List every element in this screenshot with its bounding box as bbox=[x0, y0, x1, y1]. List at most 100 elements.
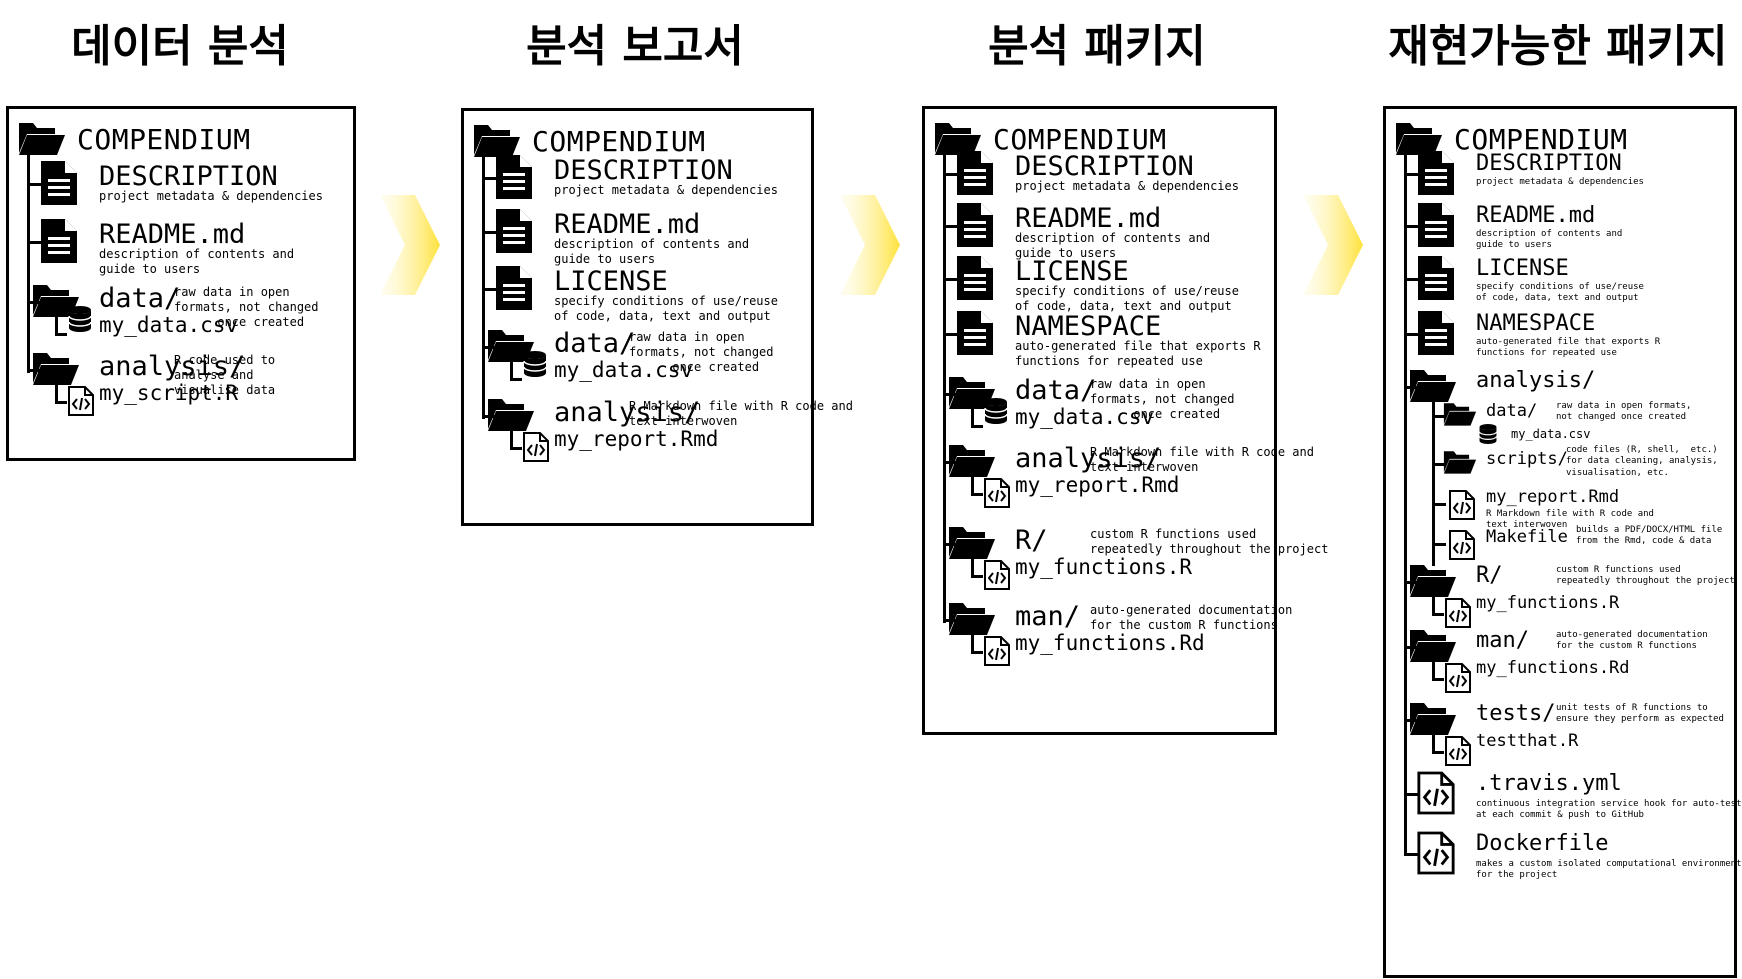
tree-connector bbox=[971, 473, 974, 495]
folder-name: data/ bbox=[99, 283, 181, 314]
folder-icon bbox=[1442, 399, 1478, 431]
folder-icon bbox=[933, 117, 983, 161]
document-icon bbox=[955, 149, 995, 201]
tree-connector bbox=[1432, 731, 1435, 753]
folder-icon bbox=[486, 393, 536, 437]
file-description: unit tests of R functions to ensure they… bbox=[1556, 703, 1724, 725]
tree-connector bbox=[482, 231, 496, 234]
tree-connector bbox=[1432, 613, 1444, 616]
tree-connector bbox=[1432, 678, 1444, 681]
document-icon bbox=[494, 207, 534, 259]
code-file-icon bbox=[1444, 597, 1472, 633]
folder-name: analysis/ bbox=[99, 351, 246, 382]
file-name: README.md bbox=[1015, 203, 1162, 234]
file-name: my_functions.R bbox=[1015, 555, 1193, 579]
tree-connector bbox=[943, 151, 946, 623]
folder-name: scripts/ bbox=[1486, 449, 1568, 469]
tree-connector bbox=[943, 173, 957, 176]
document-icon bbox=[955, 201, 995, 253]
document-icon bbox=[39, 159, 79, 211]
folder-name: R/ bbox=[1476, 563, 1503, 588]
file-description: continuous integration service hook for … bbox=[1476, 799, 1742, 821]
folder-icon bbox=[1394, 117, 1444, 161]
file-description: raw data in open formats, not changed on… bbox=[174, 285, 319, 329]
file-description: R Markdown file with R code and text int… bbox=[1486, 509, 1654, 531]
tree-connector bbox=[55, 401, 67, 404]
tree-connector bbox=[971, 425, 983, 428]
folder-name: analysis/ bbox=[1476, 368, 1596, 393]
tree-connector bbox=[1404, 333, 1418, 336]
file-name: my_data.csv bbox=[99, 313, 239, 337]
arrow-icon bbox=[840, 195, 900, 295]
tree-connector bbox=[1432, 398, 1435, 566]
folder-icon bbox=[947, 371, 997, 415]
tree-connector bbox=[1404, 225, 1418, 228]
document-icon bbox=[1416, 149, 1456, 201]
root-folder-label: COMPENDIUM bbox=[993, 122, 1167, 156]
folder-name: man/ bbox=[1015, 601, 1081, 632]
file-description: description of contents and guide to use… bbox=[99, 247, 295, 276]
folder-icon bbox=[1408, 559, 1458, 603]
file-name: my_script.R bbox=[99, 381, 239, 405]
tree-connector bbox=[1432, 751, 1444, 754]
tree-connector bbox=[943, 225, 957, 228]
code-file-icon bbox=[522, 431, 550, 467]
code-file-icon bbox=[1444, 662, 1472, 698]
tree-connector bbox=[482, 153, 485, 419]
document-icon bbox=[494, 264, 534, 316]
code-file-icon bbox=[1416, 829, 1456, 881]
tree-connector bbox=[971, 405, 974, 427]
document-icon bbox=[955, 254, 995, 306]
stage-title-4: 재현가능한 패키지 bbox=[1388, 21, 1728, 72]
code-file-icon bbox=[1444, 735, 1472, 771]
root-folder: COMPENDIUM bbox=[472, 119, 706, 163]
file-name: testthat.R bbox=[1476, 731, 1579, 751]
root-folder-label: COMPENDIUM bbox=[77, 122, 251, 156]
folder-icon bbox=[1408, 364, 1458, 408]
file-description: R Markdown file with R code and text int… bbox=[1090, 445, 1314, 474]
file-description: builds a PDF/DOCX/HTML file from the Rmd… bbox=[1576, 525, 1723, 547]
file-description: project metadata & dependencies bbox=[1015, 179, 1239, 193]
code-file-icon bbox=[983, 477, 1011, 513]
file-name: NAMESPACE bbox=[1476, 311, 1596, 336]
root-folder-label: COMPENDIUM bbox=[1454, 122, 1628, 156]
folder-name: data/ bbox=[1486, 401, 1538, 421]
tree-connector bbox=[27, 183, 41, 186]
folder-icon bbox=[472, 119, 522, 163]
folder-name: analysis/ bbox=[1015, 443, 1162, 474]
file-name: my_functions.R bbox=[1476, 593, 1620, 613]
tree-item-5: analysis/ bbox=[1386, 364, 1734, 566]
document-icon bbox=[39, 217, 79, 269]
tree-item-14: Dockerfile makes a custom isolated comput… bbox=[1386, 829, 1742, 880]
tree-connector bbox=[55, 381, 58, 403]
folder-name: data/ bbox=[1015, 375, 1097, 406]
file-description: makes a custom isolated computational en… bbox=[1476, 859, 1742, 881]
file-description: project metadata & dependencies bbox=[1476, 177, 1644, 187]
file-name: README.md bbox=[554, 209, 701, 240]
arrow-icon bbox=[1303, 195, 1363, 295]
folder-name: analysis/ bbox=[554, 397, 701, 428]
document-icon bbox=[494, 153, 534, 205]
file-description: description of contents and guide to use… bbox=[1476, 229, 1623, 251]
code-file-icon bbox=[983, 635, 1011, 671]
file-description: project metadata & dependencies bbox=[554, 183, 778, 197]
document-icon bbox=[1416, 309, 1456, 361]
database-icon bbox=[983, 397, 1009, 429]
root-folder-label: COMPENDIUM bbox=[532, 124, 706, 158]
tree-connector bbox=[1432, 658, 1435, 680]
file-name: my_data.csv bbox=[1015, 405, 1155, 429]
file-name: Dockerfile bbox=[1476, 831, 1609, 856]
tree-connector bbox=[1432, 593, 1435, 615]
stage-title-3: 분석 패키지 bbox=[988, 21, 1206, 72]
